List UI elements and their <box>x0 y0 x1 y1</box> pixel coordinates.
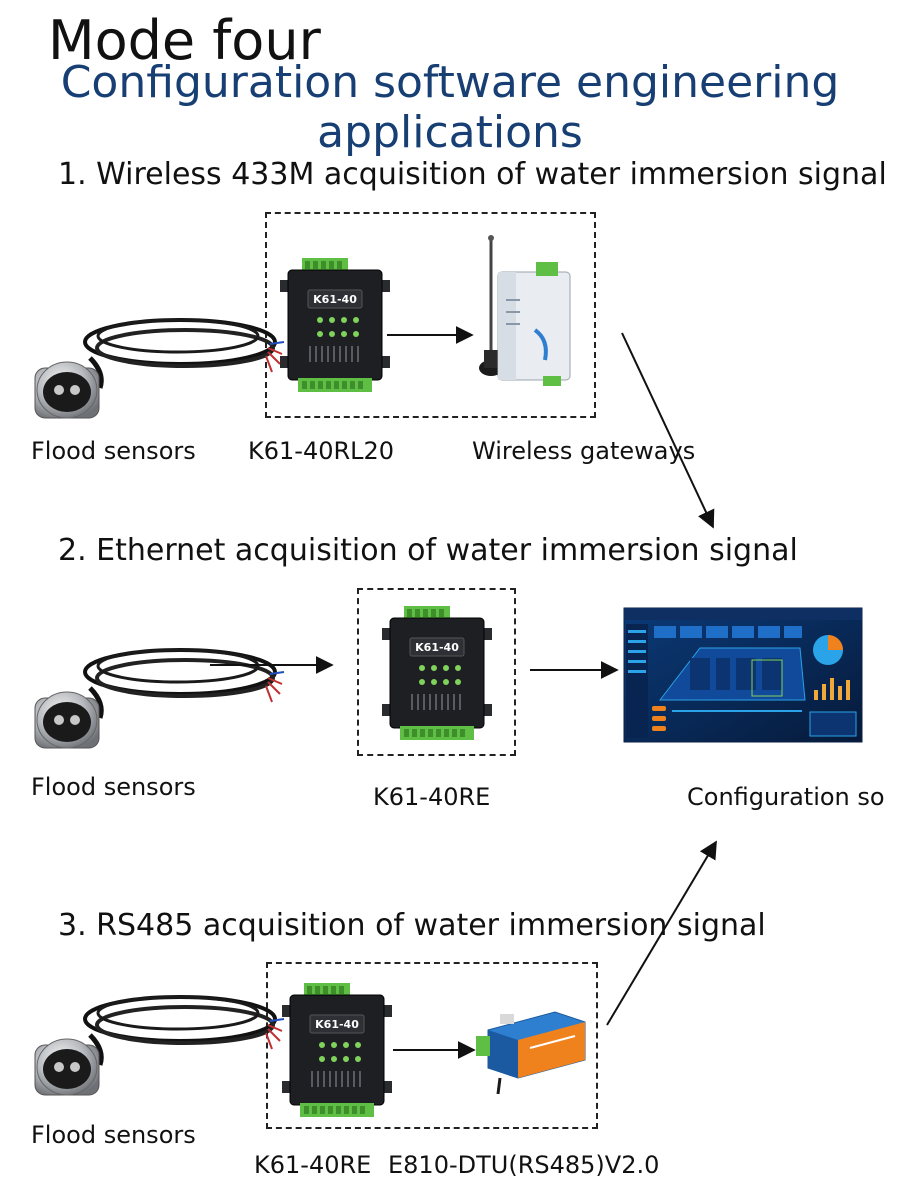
section-2-k61-device-image <box>381 605 493 741</box>
page-subtitle: Configuration software engineering appli… <box>0 58 900 158</box>
subtitle-line-2: applications <box>317 107 583 158</box>
section-1-gateway-label: Wireless gateways <box>472 437 696 465</box>
section-3-sensor-image <box>35 997 284 1095</box>
section-2-device-label: K61-40RE <box>373 783 491 811</box>
section-3-device-label: K61-40RE <box>254 1151 372 1179</box>
section-2-dashed-box <box>357 588 516 756</box>
section-3-k61-device-image <box>281 982 393 1118</box>
section-3-dashed-box <box>266 962 598 1129</box>
section-2-sensor-label: Flood sensors <box>31 773 196 801</box>
subtitle-line-1: Configuration software engineering <box>60 57 840 108</box>
section-2-heading: 2. Ethernet acquisition of water immersi… <box>58 533 798 568</box>
section-3-heading: 3. RS485 acquisition of water immersion … <box>58 908 766 943</box>
section-1-k61-device-image <box>279 257 391 393</box>
section-3-dtu-label: E810-DTU(RS485)V2.0 <box>388 1151 660 1179</box>
section-3-dtu-image <box>476 1011 586 1095</box>
section-3-sensor-label: Flood sensors <box>31 1121 196 1149</box>
configuration-software-screenshot <box>623 607 863 743</box>
section-1-device-label: K61-40RL20 <box>248 437 395 465</box>
section-1-sensor-image <box>35 320 284 418</box>
section-1-arrow-to-software <box>621 332 715 529</box>
section-1-sensor-label: Flood sensors <box>31 437 196 465</box>
section-3-arrow-to-software <box>606 840 717 1026</box>
section-2-software-label: Configuration so <box>687 783 885 811</box>
section-1-heading: 1. Wireless 433M acquisition of water im… <box>58 157 887 192</box>
section-1-gateway-image <box>479 235 571 386</box>
page-title: Mode four <box>48 9 321 72</box>
section-1-dashed-box <box>265 212 596 418</box>
